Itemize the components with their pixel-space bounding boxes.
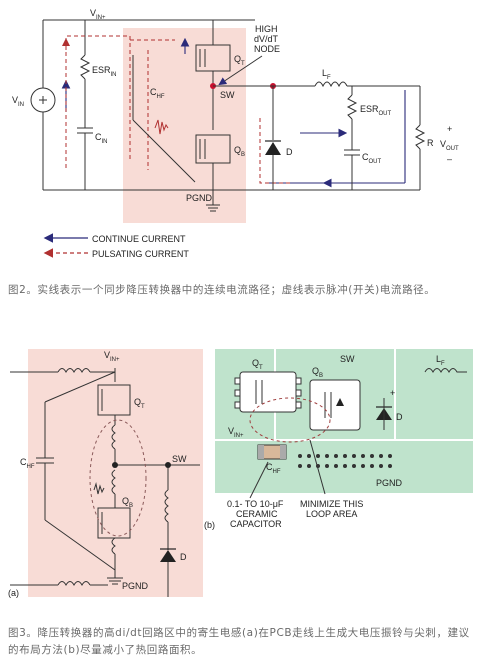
fig3b-qt: QT [252, 358, 263, 371]
fig3a-sw: SW [172, 454, 187, 464]
fig3a-diode [160, 550, 176, 562]
fig3b-pcb: QT QB SW LF + D VIN+ CHF PGND (b) 0.1- T… [204, 349, 473, 530]
fig2-lf-label: LF [322, 68, 331, 81]
fig2-chf-label: CHF [150, 87, 165, 100]
fig2-qt-label: QT [234, 54, 245, 67]
fig2-esr-out-label: ESROUT [360, 104, 392, 117]
fig3b-loop-note-1: MINIMIZE THIS [300, 499, 363, 509]
fig3b-loop-note-2: LOOP AREA [306, 509, 357, 519]
fig2-legend: CONTINUE CURRENT PULSATING CURRENT [43, 233, 189, 259]
fig3b-lf: LF [436, 354, 445, 367]
fig3b-qb-chip [309, 379, 361, 431]
fig2-ringing-waveform [154, 119, 169, 135]
fig2-sw-label: SW [220, 90, 235, 100]
fig2-high-node-pointer [218, 55, 263, 86]
fig3b-chf: CHF [266, 462, 281, 475]
fig2-output-stage [213, 81, 426, 191]
fig3b-d: D [396, 412, 403, 422]
fig2-pgnd-label: PGND [186, 193, 213, 203]
fig2-qb-label: QB [234, 145, 245, 158]
fig3a-vin-plus: VIN+ [104, 350, 120, 363]
figure-3-caption: 图3。降压转换器的高di/dt回路区中的寄生电感(a)在PCB走线上生成大电压振… [8, 627, 470, 656]
fig3b-pgnd: PGND [376, 478, 403, 488]
fig3b-loop [249, 397, 331, 443]
fig2-vout-label: VOUT [440, 139, 459, 152]
fig2-high-line2: dV/dT [254, 34, 279, 44]
fig2-vin-label: VIN [12, 95, 24, 108]
fig3a-panel-label: (a) [8, 588, 19, 598]
fig3a-loop [89, 419, 147, 537]
fig2-cout-label: COUT [362, 152, 382, 165]
fig2-vin-source [30, 19, 255, 191]
figure-2-caption: 图2。实线表示一个同步降压转换器中的连续电流路径；虚线表示脉冲(开关)电流路径。 [8, 284, 436, 296]
fig2-high-line1: HIGH [255, 24, 278, 34]
fig2-high-didt-area [123, 28, 246, 223]
fig3b-cap-note-2: CERAMIC [236, 509, 278, 519]
fig3b-cap-note-1: 0.1- TO 10-μF [227, 499, 284, 509]
fig2-high-line3: NODE [254, 44, 280, 54]
fig2-d-label: D [286, 147, 293, 157]
fig3a-d: D [180, 552, 187, 562]
fig3b-vin: VIN+ [228, 426, 244, 439]
fig2-input-branch [77, 20, 93, 190]
fig2-cin-label: CIN [95, 132, 108, 145]
fig3a-pgnd: PGND [122, 581, 149, 591]
fig3b-sw: SW [340, 354, 355, 364]
fig3b-panel-label: (b) [204, 520, 215, 530]
fig2-vout-minus: – [447, 154, 452, 164]
fig3b-qt-chip [234, 371, 302, 413]
fig3b-cap-note-3: CAPACITOR [230, 519, 282, 529]
legend-continue: CONTINUE CURRENT [92, 234, 186, 244]
fig2-vout-plus: + [447, 124, 452, 134]
fig2-esr-in-label: ESRIN [92, 65, 117, 78]
legend-pulsating: PULSATING CURRENT [92, 249, 189, 259]
fig2-qb-mosfet [195, 134, 231, 212]
fig3b-plus: + [390, 388, 395, 398]
fig3a-qb: QB [122, 496, 133, 509]
fig3a-chf: CHF [20, 457, 35, 470]
fig2-diode [265, 142, 281, 155]
fig2-qt-mosfet [195, 20, 231, 130]
fig2-pulsating-current-path [65, 35, 290, 184]
fig3a-schematic: VIN+ QT QB CHF SW D PGND (a) [8, 349, 203, 598]
fig2-vin-plus-label: VIN+ [90, 8, 106, 21]
fig2-schematic: VIN VIN+ ESRIN CIN [12, 8, 459, 223]
fig3b-vias [298, 454, 392, 468]
fig3b-qb: QB [312, 366, 323, 379]
fig3a-qt: QT [134, 397, 145, 410]
fig2-r-label: R [427, 138, 434, 148]
fig2-chf-capacitor [132, 55, 196, 183]
